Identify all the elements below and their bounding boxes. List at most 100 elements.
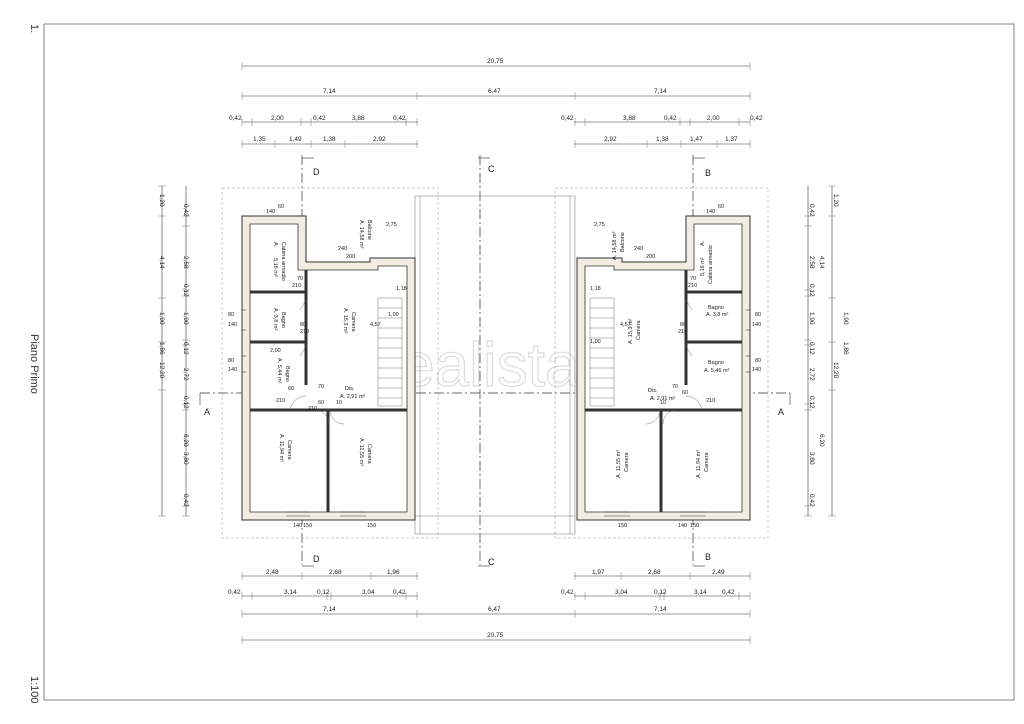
dim-right-outer: 4,14 <box>818 256 825 269</box>
room-area: A. 15,3 m² <box>628 318 634 344</box>
room-name: Dis. <box>345 386 355 392</box>
room-name: Camera <box>704 451 710 472</box>
section-mark-b-top: B <box>705 168 711 178</box>
dim-right-inner: 0,12 <box>808 342 815 355</box>
room-area: A. 11,94 m² <box>696 450 702 478</box>
dim-left-inner: 2,58 <box>182 256 189 269</box>
dim-bottom-row1: 2,48 <box>266 569 279 576</box>
dim-top-row4: 1,38 <box>323 136 336 143</box>
dim-top-row4: 1,37 <box>725 136 738 143</box>
dim-right-inner: 0,12 <box>808 396 815 409</box>
dim-left-outer: 6,20 <box>182 434 189 447</box>
room-area: A. 14,58 m² <box>358 220 364 249</box>
opening-dim: 140 <box>752 322 761 328</box>
dim-bottom-row3: 6,47 <box>488 606 501 613</box>
dim-right-inner: 0,42 <box>808 494 815 507</box>
dim-bottom-row1: 2,68 <box>329 569 342 576</box>
opening-dim: 2,00 <box>270 348 281 354</box>
opening-dim: 70 <box>672 384 678 390</box>
opening-dim: 140 <box>228 367 237 373</box>
dim-top-row3: 2,00 <box>271 115 284 122</box>
dim-overall-top: 20,75 <box>487 58 504 65</box>
dim-top-row3: 3,88 <box>352 115 365 122</box>
opening-dim: 10 <box>336 400 342 406</box>
room-name: Bagno <box>280 312 286 328</box>
room-name: Cabina armadio <box>280 242 286 281</box>
opening-dim: 60 <box>682 390 688 396</box>
dim-bottom-row3: 7,14 <box>323 606 336 613</box>
opening-dim: 150 <box>618 523 627 529</box>
opening-dim: 140 <box>706 209 715 215</box>
room-name: Bagno <box>284 366 290 382</box>
dim-top-row3: 0,42 <box>664 115 677 122</box>
room-name: Balcone <box>620 232 626 252</box>
dim-top-row4: 1,47 <box>690 136 703 143</box>
opening-dim: 70 <box>318 384 324 390</box>
dim-bottom-row2: 3,04 <box>362 589 375 596</box>
dim-top-row2: 7,14 <box>654 88 667 95</box>
dim-left-outer: 4,14 <box>158 256 165 269</box>
dim-bottom-row2: 0,42 <box>561 589 574 596</box>
opening-dim: 60 <box>288 386 294 392</box>
room-name: Camera <box>624 451 630 472</box>
dim-top-row2: 7,14 <box>323 88 336 95</box>
dim-bottom-row2: 0,12 <box>654 589 667 596</box>
opening-dim: 210 <box>292 283 301 289</box>
dim-left-inner: 0,12 <box>182 342 189 355</box>
opening-dim: 70 <box>690 276 696 282</box>
dim-bottom-row2: 0,42 <box>722 589 735 596</box>
dim-left-outer: 1,86 <box>158 342 165 355</box>
opening-dim: 80 <box>228 312 234 318</box>
opening-dim: 2,75 <box>594 222 605 228</box>
dim-top-row3: 0,42 <box>750 115 763 122</box>
opening-dim: 2,75 <box>386 222 397 228</box>
opening-dim: 210 <box>688 283 697 289</box>
opening-dim: 200 <box>346 254 355 260</box>
dim-bottom-row2: 0,12 <box>317 589 330 596</box>
dim-left-inner: 0,42 <box>182 494 189 507</box>
opening-dim: 240 <box>338 246 347 252</box>
opening-dim: 140 <box>752 367 761 373</box>
opening-dim: 80 <box>228 358 234 364</box>
dim-bottom-row1: 2,49 <box>712 569 725 576</box>
room-area: A. 14,58 m² <box>612 231 618 260</box>
dim-right-inner: 0,12 <box>808 284 815 297</box>
dim-top-row3: 0,42 <box>229 115 242 122</box>
opening-dim: 210 <box>308 406 317 412</box>
dim-left-outer: 1,20 <box>158 194 165 207</box>
dim-top-row4: 2,92 <box>373 136 386 143</box>
opening-dim: 240 <box>634 246 643 252</box>
opening-dim: 1,00 <box>388 312 399 318</box>
dim-top-row2: 6,47 <box>488 88 501 95</box>
room-name: Camera <box>366 444 372 465</box>
dim-top-row3: 0,42 <box>393 115 406 122</box>
room-area-value: 5,16 m² <box>700 257 706 276</box>
dim-top-row3: 0,42 <box>313 115 326 122</box>
room-area: A. 3,8 m² <box>272 308 278 330</box>
opening-dim: 80 <box>755 312 761 318</box>
dim-right-outer: 1,90 <box>842 312 849 325</box>
room-name: Bagno <box>708 360 724 366</box>
dim-right-outer: 6,20 <box>818 434 825 447</box>
top-dimensions: 20,75 7,14 6,47 7,14 0,42 2,00 0,42 3,88… <box>229 58 763 148</box>
dim-left-inner: 0,12 <box>182 284 189 297</box>
opening-dim: 60 <box>318 400 324 406</box>
opening-dim: 4,57 <box>620 322 631 328</box>
opening-dim: 140 <box>266 209 275 215</box>
room-area-value: 5,16 m² <box>272 258 278 277</box>
dim-bottom-row1: 1,97 <box>592 569 605 576</box>
dim-left-inner: 0,42 <box>182 204 189 217</box>
opening-dim: 150 <box>690 523 699 529</box>
dim-right-outer: 1,20 <box>832 194 839 207</box>
sheet-frame <box>43 23 1015 701</box>
dim-bottom-row2: 3,14 <box>694 589 707 596</box>
room-area: A. <box>272 242 278 248</box>
dim-top-row3: 2,00 <box>707 115 720 122</box>
room-area: A. 5,44 m² <box>276 358 282 384</box>
dim-bottom-row1: 2,68 <box>648 569 661 576</box>
room-name: Dis. <box>648 388 658 394</box>
room-area: A. 11,55 m² <box>616 450 622 478</box>
dim-bottom-row3: 7,14 <box>654 606 667 613</box>
dim-top-row4: 1,49 <box>289 136 302 143</box>
dim-bottom-row2: 3,14 <box>284 589 297 596</box>
